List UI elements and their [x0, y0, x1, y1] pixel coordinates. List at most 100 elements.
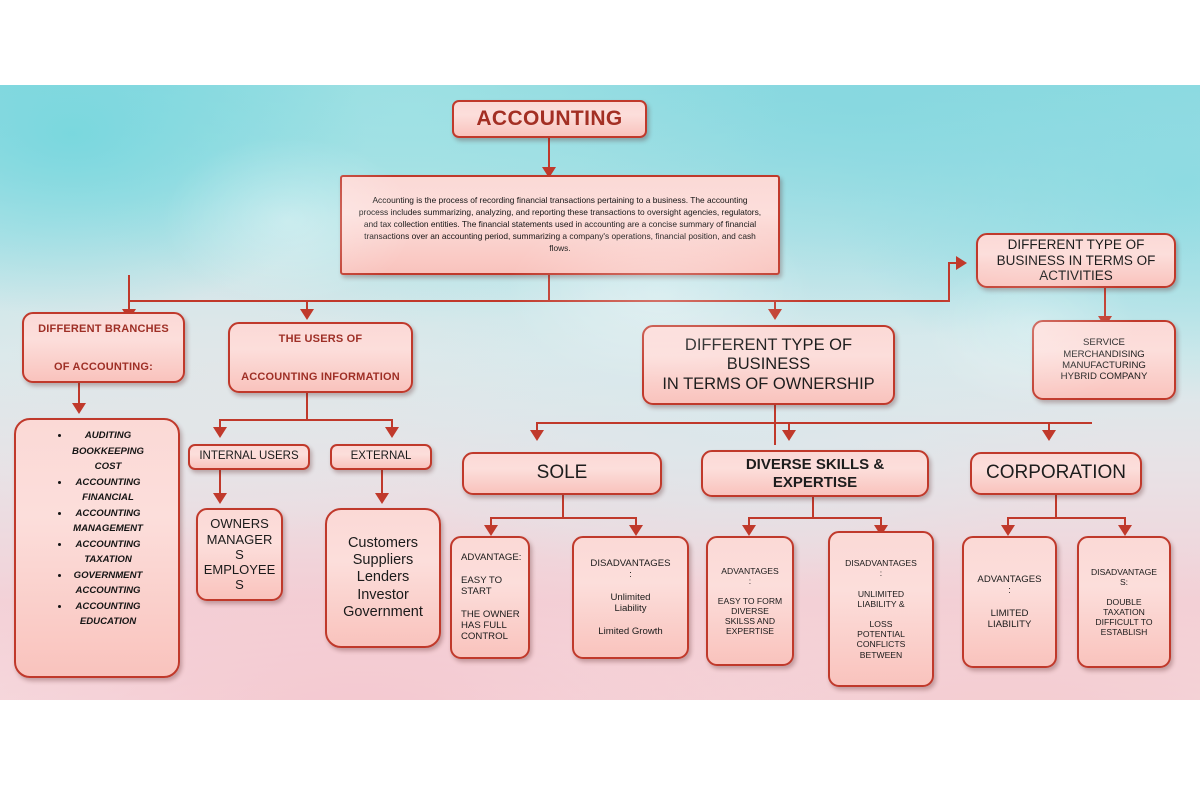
branches-list-item-label: AUDITING BOOKKEEPING COST [72, 430, 144, 473]
connector-ownership-down [774, 405, 776, 445]
connector-activities-to-body [1104, 288, 1106, 320]
arrow-to-internal-users [213, 427, 227, 438]
connector-ownership-bus [536, 422, 1092, 424]
branches-list-item-label: ACCOUNTING TAXATION [75, 538, 141, 566]
connector-to-partnership [788, 422, 790, 434]
node-users-header[interactable]: THE USERS OF ACCOUNTING INFORMATION [228, 322, 413, 393]
arrow-to-users [300, 309, 314, 320]
node-business-ownership-header[interactable]: DIFFERENT TYPE OF BUSINESS IN TERMS OF O… [642, 325, 895, 405]
node-corporation-disadvantage[interactable]: DISADVANTAGE S: DOUBLE TAXATION DIFFICUL… [1077, 536, 1171, 668]
corporation-disadvantage-text: DISADVANTAGE S: DOUBLE TAXATION DIFFICUL… [1090, 566, 1158, 638]
connector-activities-elbow [948, 262, 962, 264]
arrow-to-corporation [1042, 430, 1056, 441]
arrow-to-external [385, 427, 399, 438]
node-branches-header[interactable]: DIFFERENT BRANCHES OF ACCOUNTING: [22, 312, 185, 383]
connector-sole-dis [635, 517, 637, 528]
arrow-partnership-disadvantage [874, 525, 888, 536]
connector-activities-riser [948, 262, 950, 302]
arrow-internal-to-body [213, 493, 227, 504]
connector-partnership-dis [880, 517, 882, 528]
partnership-label: DIVERSE SKILLS & EXPERTISE [745, 455, 885, 491]
users-header-line2: ACCOUNTING INFORMATION [241, 370, 400, 383]
connector-title-to-description [548, 138, 550, 171]
branches-header-line2: OF ACCOUNTING: [54, 360, 153, 373]
branches-list-item-label: GOVERNMENT ACCOUNTING [73, 569, 143, 597]
internal-users-label: INTERNAL USERS [199, 450, 299, 463]
connector-to-external [391, 419, 393, 430]
sole-label: SOLE [536, 462, 588, 484]
arrow-corporation-advantage [1001, 525, 1015, 536]
branches-header-text: DIFFERENT BRANCHES OF ACCOUNTING: [24, 319, 183, 376]
connector-sole-adv [490, 517, 492, 528]
branches-list-item: ACCOUNTING FINANCIAL [70, 475, 172, 506]
node-sole[interactable]: SOLE [462, 452, 662, 495]
arrow-to-ownership [768, 309, 782, 320]
node-partnership-disadvantage[interactable]: DISADVANTAGES : UNLIMITED LIABILITY & LO… [828, 531, 934, 687]
sole-advantage-text: ADVANTAGE: EASY TO START THE OWNER HAS F… [461, 552, 522, 643]
arrow-sole-disadvantage [629, 525, 643, 536]
users-header-line1: THE USERS OF [278, 333, 363, 346]
node-partnership[interactable]: DIVERSE SKILLS & EXPERTISE [701, 450, 929, 497]
connector-to-corporation [1048, 422, 1050, 434]
connector-internal-to-body [219, 470, 221, 497]
connector-corporation-down [1055, 495, 1057, 519]
arrow-partnership-advantage [742, 525, 756, 536]
node-business-activities-body[interactable]: SERVICE MERCHANDISING MANUFACTURING HYBR… [1032, 320, 1176, 400]
arrow-external-to-body [375, 493, 389, 504]
connector-corporation-dis [1124, 517, 1126, 528]
node-sole-advantage[interactable]: ADVANTAGE: EASY TO START THE OWNER HAS F… [450, 536, 530, 659]
arrow-corporation-disadvantage [1118, 525, 1132, 536]
branches-list-item: ACCOUNTING MANAGEMENT [70, 506, 172, 537]
node-accounting-description[interactable]: Accounting is the process of recording f… [340, 175, 780, 275]
node-internal-users[interactable]: INTERNAL USERS [188, 444, 310, 470]
arrow-title-to-description [542, 167, 556, 178]
connector-to-internal [219, 419, 221, 430]
branches-header-line1: DIFFERENT BRANCHES [38, 323, 169, 336]
branches-list-item: GOVERNMENT ACCOUNTING [70, 568, 172, 599]
connector-branches-to-list [78, 383, 80, 407]
node-business-activities-header[interactable]: DIFFERENT TYPE OF BUSINESS IN TERMS OF A… [976, 233, 1176, 288]
branches-list-container: AUDITING BOOKKEEPING COSTACCOUNTING FINA… [16, 420, 178, 638]
node-sole-disadvantage[interactable]: DISADVANTAGES : Unlimited Liability Limi… [572, 536, 689, 659]
node-external-users[interactable]: EXTERNAL [330, 444, 432, 470]
connector-sole-bus [490, 517, 635, 519]
arrow-sole-advantage [484, 525, 498, 536]
corporation-label: CORPORATION [985, 462, 1127, 484]
node-corporation-advantage[interactable]: ADVANTAGES : LIMITED LIABILITY [962, 536, 1057, 668]
node-branches-list[interactable]: AUDITING BOOKKEEPING COSTACCOUNTING FINA… [14, 418, 180, 678]
sole-disadvantage-text: DISADVANTAGES : Unlimited Liability Limi… [590, 557, 671, 637]
connector-users-bus [219, 419, 393, 421]
connector-description-down [548, 275, 550, 302]
connector-partnership-bus [748, 517, 882, 519]
users-header-text: THE USERS OF ACCOUNTING INFORMATION [230, 329, 411, 386]
connector-main-bus [128, 300, 950, 302]
arrow-to-activities [956, 256, 967, 270]
connector-to-users [306, 300, 308, 312]
node-accounting-title[interactable]: ACCOUNTING [452, 100, 647, 138]
branches-list-item: ACCOUNTING EDUCATION [70, 599, 172, 630]
connector-corporation-adv [1007, 517, 1009, 528]
diagram-canvas: ACCOUNTING Accounting is the process of … [0, 85, 1200, 700]
branches-list-item-label: ACCOUNTING MANAGEMENT [73, 507, 143, 535]
arrow-to-sole [530, 430, 544, 441]
corporation-advantage-text: ADVANTAGES : LIMITED LIABILITY [977, 573, 1042, 630]
business-ownership-header-text: DIFFERENT TYPE OF BUSINESS IN TERMS OF O… [662, 335, 875, 393]
connector-corporation-bus [1007, 517, 1124, 519]
node-corporation[interactable]: CORPORATION [970, 452, 1142, 495]
accounting-description-text: Accounting is the process of recording f… [358, 195, 762, 253]
node-partnership-advantage[interactable]: ADVANTAGES : EASY TO FORM DIVERSE SKILSS… [706, 536, 794, 666]
connector-to-sole [536, 422, 538, 434]
accounting-title-text: ACCOUNTING [476, 106, 623, 130]
connector-partnership-adv [748, 517, 750, 528]
node-internal-users-body[interactable]: OWNERS MANAGER S EMPLOYEE S [196, 508, 283, 601]
internal-users-body-text: OWNERS MANAGER S EMPLOYEE S [203, 516, 276, 593]
arrow-branches-to-list [72, 403, 86, 414]
node-external-users-body[interactable]: Customers Suppliers Lenders Investor Gov… [325, 508, 441, 648]
arrow-to-partnership [782, 430, 796, 441]
connector-external-to-body [381, 470, 383, 497]
branches-list-items: AUDITING BOOKKEEPING COSTACCOUNTING FINA… [18, 428, 172, 630]
connector-sole-down [562, 495, 564, 519]
partnership-advantage-text: ADVANTAGES : EASY TO FORM DIVERSE SKILSS… [717, 565, 783, 637]
branches-list-item: AUDITING BOOKKEEPING COST [70, 428, 172, 475]
connector-bus-left-riser [128, 275, 130, 302]
